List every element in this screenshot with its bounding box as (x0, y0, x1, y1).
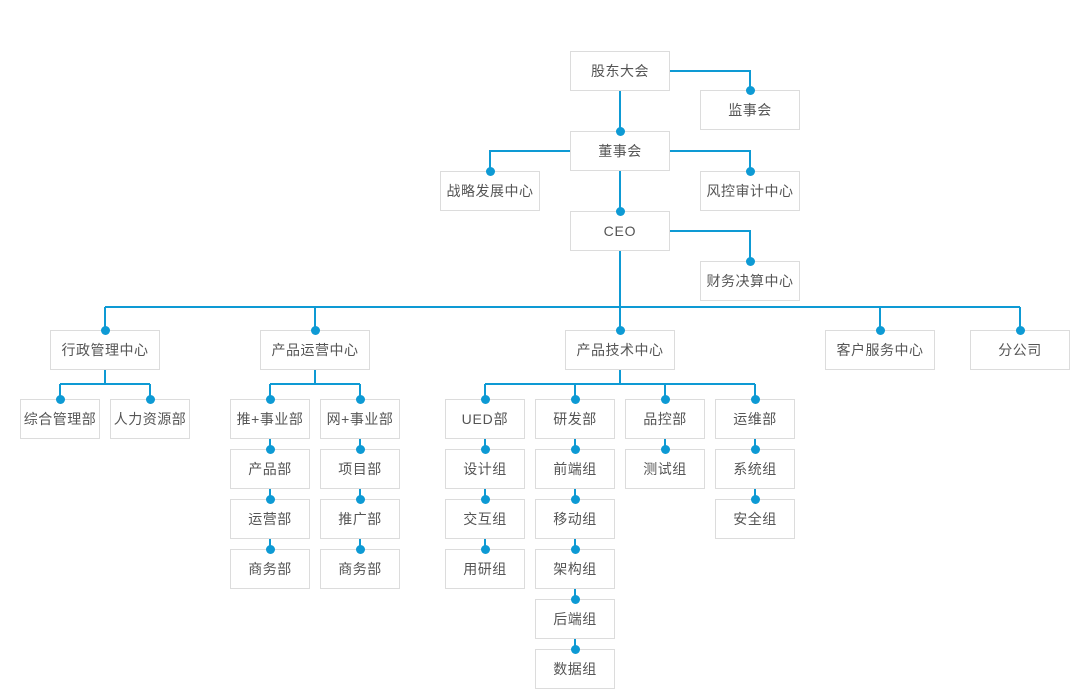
org-node[interactable]: 系统组 (715, 449, 795, 489)
org-node[interactable]: 测试组 (625, 449, 705, 489)
org-node[interactable]: 推+事业部 (230, 399, 310, 439)
connector-line (670, 230, 751, 261)
connector-line (670, 150, 751, 171)
org-node[interactable]: 财务决算中心 (700, 261, 800, 301)
org-node-label: 数据组 (553, 661, 597, 677)
org-node-label: 运维部 (733, 411, 777, 427)
org-node[interactable]: 产品部 (230, 449, 310, 489)
org-node-label: 前端组 (553, 461, 597, 477)
org-node[interactable]: 移动组 (535, 499, 615, 539)
org-node[interactable]: 综合管理部 (20, 399, 100, 439)
org-node[interactable]: 监事会 (700, 90, 800, 130)
org-node[interactable]: 研发部 (535, 399, 615, 439)
org-node[interactable]: 推广部 (320, 499, 400, 539)
org-node[interactable]: 安全组 (715, 499, 795, 539)
org-node[interactable]: 客户服务中心 (825, 330, 935, 370)
org-node-label: 综合管理部 (23, 411, 97, 427)
org-node[interactable]: 分公司 (970, 330, 1070, 370)
org-node[interactable]: 后端组 (535, 599, 615, 639)
org-node-label: 系统组 (733, 461, 777, 477)
org-node-label: 行政管理中心 (61, 342, 149, 358)
org-node-label: 商务部 (338, 561, 382, 577)
org-node[interactable]: 人力资源部 (110, 399, 190, 439)
org-node-label: 项目部 (338, 461, 382, 477)
org-node-label: 风控审计中心 (706, 183, 794, 199)
org-node[interactable]: 商务部 (320, 549, 400, 589)
org-node-label: 品控部 (643, 411, 687, 427)
org-node[interactable]: 行政管理中心 (50, 330, 160, 370)
org-node-label: 分公司 (998, 342, 1042, 358)
org-node[interactable]: 产品技术中心 (565, 330, 675, 370)
org-node-label: 网+事业部 (326, 411, 394, 427)
org-node-label: 架构组 (553, 561, 597, 577)
org-node[interactable]: 网+事业部 (320, 399, 400, 439)
org-node[interactable]: CEO (570, 211, 670, 251)
org-node[interactable]: 运营部 (230, 499, 310, 539)
org-node[interactable]: 股东大会 (570, 51, 670, 91)
org-node-label: 设计组 (463, 461, 507, 477)
org-node-label: UED部 (461, 411, 509, 427)
org-node-label: 人力资源部 (113, 411, 187, 427)
org-node-label: 董事会 (598, 143, 642, 159)
org-node-label: 推广部 (338, 511, 382, 527)
org-node[interactable]: 产品运营中心 (260, 330, 370, 370)
org-node-label: CEO (603, 223, 637, 239)
org-node-label: 后端组 (553, 611, 597, 627)
connector-line (670, 70, 751, 90)
org-node[interactable]: 用研组 (445, 549, 525, 589)
org-node-label: 产品部 (248, 461, 292, 477)
org-node-label: 客户服务中心 (836, 342, 924, 358)
org-node[interactable]: 项目部 (320, 449, 400, 489)
org-node-label: 移动组 (553, 511, 597, 527)
org-node-label: 安全组 (733, 511, 777, 527)
org-node-label: 商务部 (248, 561, 292, 577)
org-node[interactable]: 品控部 (625, 399, 705, 439)
org-node-label: 测试组 (643, 461, 687, 477)
org-node[interactable]: 交互组 (445, 499, 525, 539)
org-node[interactable]: 董事会 (570, 131, 670, 171)
org-node-label: 股东大会 (591, 63, 649, 79)
org-node-label: 战略发展中心 (446, 183, 534, 199)
org-node-label: 研发部 (553, 411, 597, 427)
org-node-label: 监事会 (728, 102, 772, 118)
connector-line (489, 150, 570, 171)
org-node-label: 财务决算中心 (706, 273, 794, 289)
org-node-label: 运营部 (248, 511, 292, 527)
org-node[interactable]: 设计组 (445, 449, 525, 489)
org-node[interactable]: 数据组 (535, 649, 615, 689)
org-node-label: 产品运营中心 (271, 342, 359, 358)
org-node[interactable]: UED部 (445, 399, 525, 439)
org-node[interactable]: 前端组 (535, 449, 615, 489)
org-node[interactable]: 商务部 (230, 549, 310, 589)
org-node[interactable]: 风控审计中心 (700, 171, 800, 211)
org-node-label: 用研组 (463, 561, 507, 577)
org-node[interactable]: 战略发展中心 (440, 171, 540, 211)
org-node-label: 产品技术中心 (576, 342, 664, 358)
org-node[interactable]: 架构组 (535, 549, 615, 589)
org-node[interactable]: 运维部 (715, 399, 795, 439)
org-node-label: 交互组 (463, 511, 507, 527)
org-node-label: 推+事业部 (236, 411, 304, 427)
